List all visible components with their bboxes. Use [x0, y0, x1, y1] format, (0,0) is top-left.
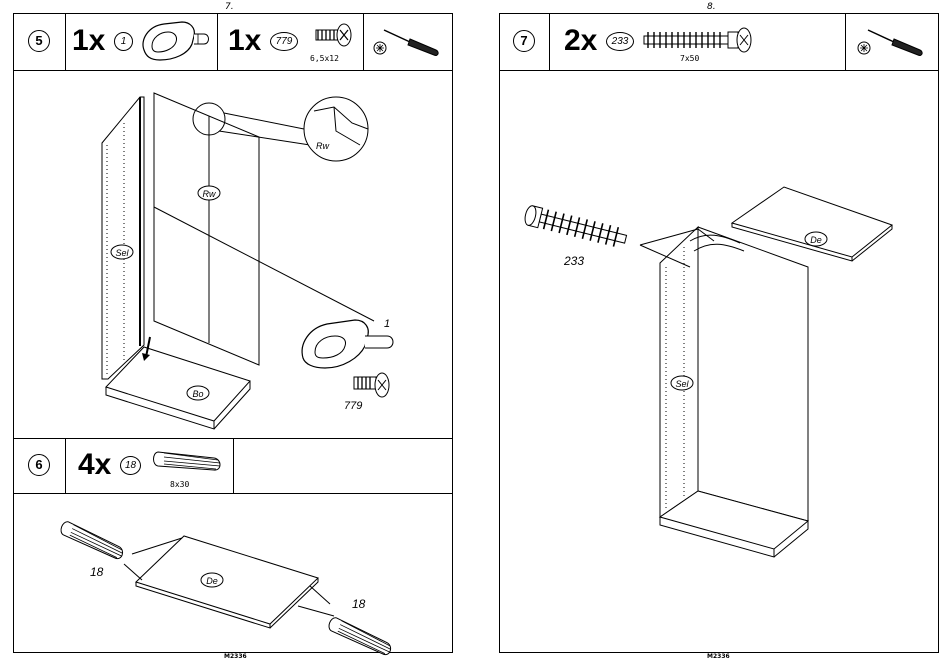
part-id-badge: 233: [606, 32, 634, 51]
part-cell-1: 1x 1: [66, 14, 218, 70]
step-number: 5: [28, 30, 50, 52]
step-number: 7: [513, 30, 535, 52]
part-quantity: 2x: [564, 26, 597, 56]
side-panel: [102, 97, 144, 379]
step-number: 6: [28, 454, 50, 476]
step-5-number-cell: 5: [14, 14, 66, 70]
step-6-header: 6 4x 18 8x30: [14, 438, 452, 493]
callout-dowel-right: 18: [352, 597, 366, 611]
rear-wall: [154, 93, 259, 365]
part-quantity: 4x: [78, 450, 111, 480]
part-id-badge: 779: [270, 32, 298, 51]
step-7-number-cell: 7: [500, 14, 550, 70]
part-dimension: 6,5x12: [310, 54, 339, 63]
top-panel: [732, 187, 892, 257]
dowel-left: [58, 520, 127, 560]
dowel-icon: [152, 448, 224, 474]
callout-screw-233: 233: [563, 254, 584, 268]
confirmat-screw-icon: [642, 26, 756, 54]
callout-sel: Sel: [675, 379, 689, 389]
dowel-right: [326, 616, 395, 656]
step-5-header: 5 1x 1 1x 779 6,5x12: [14, 14, 452, 70]
cabinet-back: [698, 227, 808, 521]
manual-page-right: 7 2x 233 7x50: [499, 13, 939, 653]
cam-fitting: [302, 320, 393, 368]
callout-dowel-left: 18: [90, 565, 104, 579]
part-cell-1: 4x 18 8x30: [66, 438, 234, 493]
part-quantity: 1x: [72, 26, 105, 56]
part-dimension: 7x50: [680, 54, 699, 63]
manual-page-left: 5 1x 1 1x 779 6,5x12: [13, 13, 453, 653]
callout-de: De: [206, 576, 218, 586]
footer-code-left: M2336: [224, 653, 247, 660]
step-7-header: 7 2x 233 7x50: [500, 14, 938, 70]
part-cell-2: 1x 779 6,5x12: [218, 14, 364, 70]
callout-de: De: [810, 235, 822, 245]
tool-cell: [846, 14, 938, 70]
part-quantity: 1x: [228, 26, 261, 56]
page-number-left: 7.: [225, 2, 234, 12]
callout-rw: Rw: [203, 189, 216, 199]
footer-code-right: M2336: [707, 653, 730, 660]
part-dimension: 8x30: [170, 480, 189, 489]
page-number-right: 8.: [707, 2, 716, 12]
callout-part-1: 1: [384, 318, 390, 330]
callout-sel: Sel: [115, 248, 129, 258]
screwdriver-icon: [370, 24, 446, 58]
tool-cell: [364, 14, 452, 70]
screw-233: [523, 205, 628, 249]
cam-fitting-icon: [138, 20, 214, 64]
step-6-illustration: De 18 18: [14, 494, 452, 652]
step-6-number-cell: 6: [14, 438, 66, 493]
part-cell-1: 2x 233 7x50: [550, 14, 846, 70]
part-id-badge: 1: [114, 32, 133, 51]
step-7-illustration: De Sel 233: [500, 71, 938, 652]
callout-detail-rw: Rw: [316, 141, 329, 151]
screwdriver-icon: [854, 24, 930, 58]
callout-part-779: 779: [344, 400, 362, 412]
shelf-panel: [136, 536, 318, 624]
step-5-illustration: Rw Sel Bo Rw 1 779: [14, 71, 452, 438]
part-id-badge: 18: [120, 456, 141, 475]
screw-779: [354, 373, 389, 397]
screw-icon: [312, 22, 358, 48]
callout-bo: Bo: [192, 389, 203, 399]
